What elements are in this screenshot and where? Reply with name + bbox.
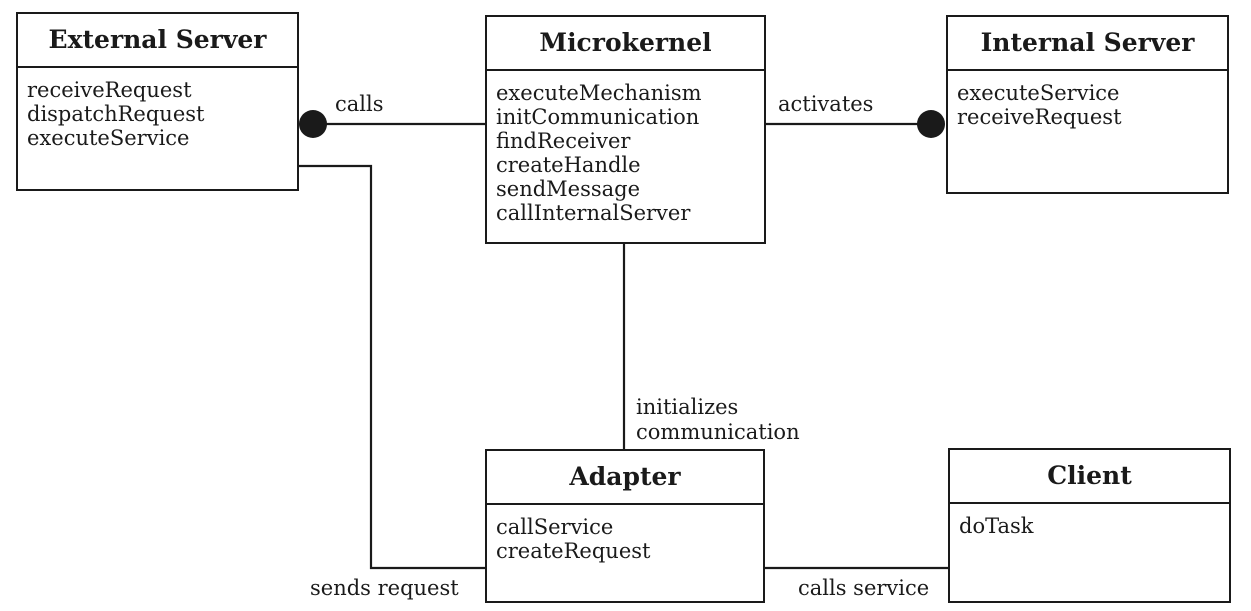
operation: receiveRequest — [957, 105, 1122, 129]
operation: findReceiver — [496, 129, 631, 153]
operation: dispatchRequest — [27, 102, 205, 126]
operation: createRequest — [496, 539, 651, 563]
initializes-label-line: initializes — [636, 395, 739, 419]
sends-request-label: sends request — [310, 576, 459, 600]
client-operations: doTask — [950, 504, 1229, 538]
external-server-class: External Server receiveRequest dispatchR… — [16, 12, 299, 191]
activates-label: activates — [778, 92, 874, 116]
initializes-label: initializes communication — [636, 395, 800, 445]
calls-service-label: calls service — [798, 576, 930, 600]
calls-label: calls — [335, 92, 384, 116]
microkernel-title: Microkernel — [487, 17, 764, 71]
operation: callService — [496, 515, 614, 539]
operation: callInternalServer — [496, 201, 691, 225]
activates-endpoint-dot — [917, 110, 945, 138]
operation: createHandle — [496, 153, 641, 177]
client-title: Client — [950, 450, 1229, 504]
operation: executeService — [27, 126, 190, 150]
calls-endpoint-dot — [299, 110, 327, 138]
operation: sendMessage — [496, 177, 641, 201]
adapter-class: Adapter callService createRequest — [485, 449, 765, 603]
operation: receiveRequest — [27, 78, 192, 102]
adapter-title: Adapter — [487, 451, 763, 505]
operation: doTask — [959, 514, 1034, 538]
internal-server-class: Internal Server executeService receiveRe… — [946, 15, 1229, 194]
adapter-operations: callService createRequest — [487, 505, 763, 563]
operation: executeMechanism — [496, 81, 702, 105]
microkernel-operations: executeMechanism initCommunication findR… — [487, 71, 764, 225]
sends-request-line — [299, 164, 486, 570]
client-class: Client doTask — [948, 448, 1231, 603]
initializes-label-line: communication — [636, 420, 800, 444]
external-server-operations: receiveRequest dispatchRequest executeSe… — [18, 68, 297, 150]
internal-server-operations: executeService receiveRequest — [948, 71, 1227, 129]
external-server-title: External Server — [18, 14, 297, 68]
microkernel-class: Microkernel executeMechanism initCommuni… — [485, 15, 766, 244]
internal-server-title: Internal Server — [948, 17, 1227, 71]
operation: initCommunication — [496, 105, 700, 129]
operation: executeService — [957, 81, 1120, 105]
